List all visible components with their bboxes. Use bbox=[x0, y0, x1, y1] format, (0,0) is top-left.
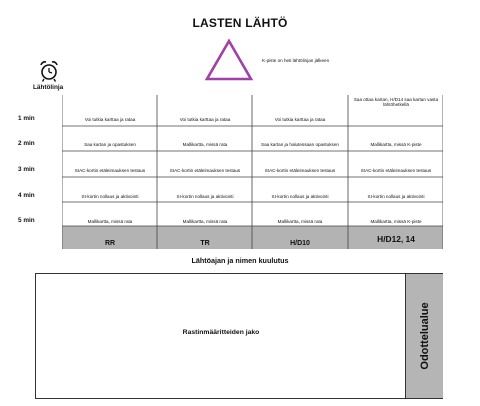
schedule-cell: SI-kortin nollaus ja aktivointi bbox=[367, 194, 425, 199]
waiting-area-label: Odottelualue bbox=[418, 302, 431, 370]
row-time-label: 2 min bbox=[18, 140, 35, 147]
schedule-cell: Mallikartta, missä K-piste bbox=[370, 219, 422, 224]
schedule-cell: SIAC-kortin etäleimauksen testaus bbox=[169, 168, 241, 173]
schedule-cell: Mallikartta, missä rata bbox=[182, 142, 228, 147]
announcement-label: Lähtöajan ja nimen kuulutus bbox=[191, 256, 289, 265]
control-description-area bbox=[35, 273, 443, 399]
row-time-label: 5 min bbox=[18, 217, 35, 224]
schedule-cell: Voi tutkia karttaa ja rataa bbox=[84, 117, 136, 122]
schedule-cell: Mallikartta, missä K-piste bbox=[370, 142, 422, 147]
schedule-cell: Saa ottaa kartan, H/D14 saa kartan vasta… bbox=[353, 97, 439, 108]
schedule-cell: Mallikartta, missä rata bbox=[87, 219, 133, 224]
schedule-cell: Voi tutkia karttaa ja rataa bbox=[179, 117, 231, 122]
row-time-label: 4 min bbox=[18, 192, 35, 199]
class-label-hd12-14: H/D12, 14 bbox=[377, 234, 415, 244]
schedule-grid bbox=[62, 95, 443, 249]
k-point-triangle-icon bbox=[204, 38, 254, 81]
schedule-cell: Voi tutkia karttaa ja rataa bbox=[274, 117, 326, 122]
k-point-note: K-piste on heti lähtölinjan jälkeen bbox=[262, 58, 330, 63]
schedule-cell: SIAC-kortin etäleimauksen testaus bbox=[360, 168, 432, 173]
class-label-tr: TR bbox=[200, 240, 210, 247]
schedule-cell: Saa kartan ja opastuksen bbox=[84, 142, 136, 147]
schedule-cell: SI-kortin nollaus ja aktivointi bbox=[176, 194, 234, 199]
alarm-clock-icon bbox=[40, 61, 58, 82]
row-time-label: 3 min bbox=[18, 166, 35, 173]
row-time-label: 1 min bbox=[18, 115, 35, 122]
class-label-rr: RR bbox=[104, 240, 116, 247]
schedule-cell: Mallikartta, missä rata bbox=[277, 219, 323, 224]
schedule-cell: SIAC-kortin etäleimauksen testaus bbox=[264, 168, 336, 173]
class-label-hd10: H/D10 bbox=[290, 240, 310, 247]
control-description-label: Rastinmääritteiden jako bbox=[182, 329, 260, 336]
start-line-label: Lähtölinja bbox=[33, 84, 64, 91]
schedule-cell: Saa kartan ja halutessaan opastuksen bbox=[261, 142, 339, 147]
schedule-cell: SI-kortin nollaus ja aktivointi bbox=[81, 194, 139, 199]
schedule-cell: SIAC-kortin etäleimauksen testaus bbox=[74, 168, 146, 173]
schedule-cell: Mallikartta, missä rata bbox=[182, 219, 228, 224]
waiting-area: Odottelualue bbox=[405, 274, 443, 398]
schedule-cell: SI-kortin nollaus ja aktivointi bbox=[271, 194, 329, 199]
page-title: LASTEN LÄHTÖ bbox=[192, 16, 288, 30]
